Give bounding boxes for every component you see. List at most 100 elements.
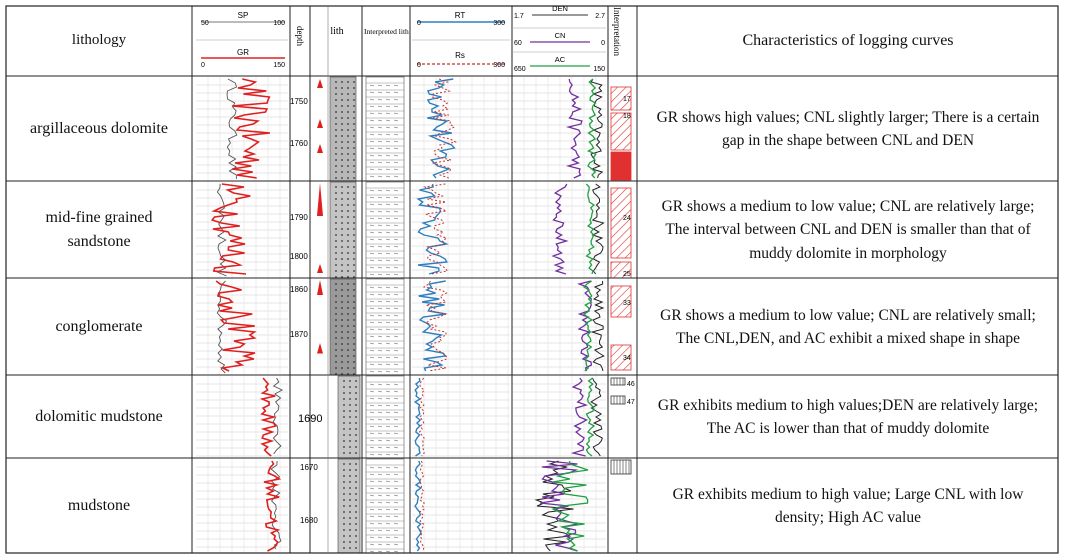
lith-dot	[343, 475, 345, 477]
depth-label: 1750	[290, 97, 308, 106]
interp-lith-dash	[385, 404, 391, 407]
interp-lith-dash	[377, 175, 383, 178]
lith-dot	[335, 319, 337, 321]
interp-lith-dash	[393, 273, 399, 276]
interp-lith-dash	[393, 112, 399, 115]
interp-lith-dash	[385, 140, 391, 143]
lith-dot	[349, 499, 351, 501]
lith-dot	[353, 240, 355, 242]
ac-curve	[586, 78, 597, 179]
interp-lith-dash	[393, 196, 399, 199]
interp-lith-dash	[385, 480, 391, 483]
lith-dot	[347, 111, 349, 113]
interp-lith-dash	[385, 217, 391, 220]
gr-curve	[215, 280, 257, 372]
interp-lith-dash	[377, 259, 383, 262]
lith-dot	[341, 276, 343, 278]
interp-lith-dash	[385, 175, 391, 178]
depth-label: 1680	[300, 516, 318, 525]
lith-dot	[341, 252, 343, 254]
rt-curve	[418, 280, 448, 372]
rt-rs-header: RT 0 300 Rs 0 300	[417, 11, 505, 69]
interpretation-block	[610, 285, 632, 318]
lith-dot	[343, 416, 345, 418]
lith-dot	[349, 481, 351, 483]
interp-lith-dash	[369, 404, 375, 407]
lith-dot	[335, 159, 337, 161]
den-curve	[590, 280, 605, 372]
lith-dot	[347, 177, 349, 179]
lith-dot	[341, 307, 343, 309]
row-1-lithology: mid-fine grained sandstone	[45, 209, 153, 250]
den-curve	[590, 377, 603, 457]
lith-dot	[347, 258, 349, 260]
interp-lith-dash	[393, 119, 399, 122]
interp-lith-dash	[385, 286, 391, 289]
lith-dot	[353, 186, 355, 188]
depth-label: 1760	[290, 139, 308, 148]
interp-lith-dash	[385, 231, 391, 234]
rs-curve	[418, 460, 426, 552]
rt-min: 0	[417, 20, 421, 27]
interp-lith-dash	[393, 335, 399, 338]
interp-lith-dash	[377, 363, 383, 366]
lith-dot	[341, 234, 343, 236]
lith-dot	[347, 99, 349, 101]
interp-lith-dash	[393, 252, 399, 255]
row-4-lithology: mudstone	[67, 497, 131, 514]
interp-label: 33	[623, 300, 631, 307]
rs-min: 0	[417, 62, 421, 69]
row-4-description: GR exhibits medium to high value; Large …	[672, 485, 1024, 526]
lith-dot	[349, 410, 351, 412]
interp-lith-dash	[385, 314, 391, 317]
lith-dot	[353, 93, 355, 95]
interp-lith-dash	[377, 168, 383, 171]
interp-lith-dash	[393, 370, 399, 373]
lith-dot	[341, 105, 343, 107]
interp-label: 24	[623, 215, 631, 222]
lith-dot	[353, 307, 355, 309]
lith-dot	[341, 159, 343, 161]
lith-dot	[353, 228, 355, 230]
interp-label: 34	[623, 355, 631, 362]
lith-dot	[335, 276, 337, 278]
interp-lith-dash	[377, 224, 383, 227]
lith-dot	[349, 404, 351, 406]
lith-dot	[343, 452, 345, 454]
lith-dot	[341, 295, 343, 297]
lith-dot	[335, 210, 337, 212]
interp-lith-dash	[385, 245, 391, 248]
gr-curve	[210, 183, 251, 275]
lith-dot	[347, 153, 349, 155]
lith-dot	[353, 283, 355, 285]
interp-lith-dash	[385, 494, 391, 497]
interp-lith-dash	[369, 140, 375, 143]
lith-dot	[349, 493, 351, 495]
interpretation-block	[610, 151, 632, 181]
interp-lith-dash	[377, 404, 383, 407]
interp-lith-dash	[377, 397, 383, 400]
lith-dot	[353, 87, 355, 89]
interp-lith-dash	[369, 363, 375, 366]
interp-lith-dash	[393, 293, 399, 296]
interp-lith-dash	[377, 508, 383, 511]
interpretation-block	[610, 377, 626, 386]
interp-lith-dash	[377, 453, 383, 456]
lith-dot	[353, 204, 355, 206]
interp-lith-dash	[377, 154, 383, 157]
lith-dot	[343, 386, 345, 388]
interp-lith-dash	[385, 446, 391, 449]
lith-dot	[335, 283, 337, 285]
interp-lith-dash	[369, 321, 375, 324]
interp-lith-dash	[369, 168, 375, 171]
lith-dot	[347, 123, 349, 125]
interp-label: 46	[627, 381, 635, 388]
interp-lith-dash	[385, 487, 391, 490]
rt-curve	[414, 460, 423, 552]
den-min: 1.7	[514, 13, 524, 20]
lith-dot	[353, 135, 355, 137]
interp-lith-dash	[393, 286, 399, 289]
interp-lith-dash	[385, 300, 391, 303]
lith-dot	[341, 270, 343, 272]
interp-lith-dash	[377, 494, 383, 497]
